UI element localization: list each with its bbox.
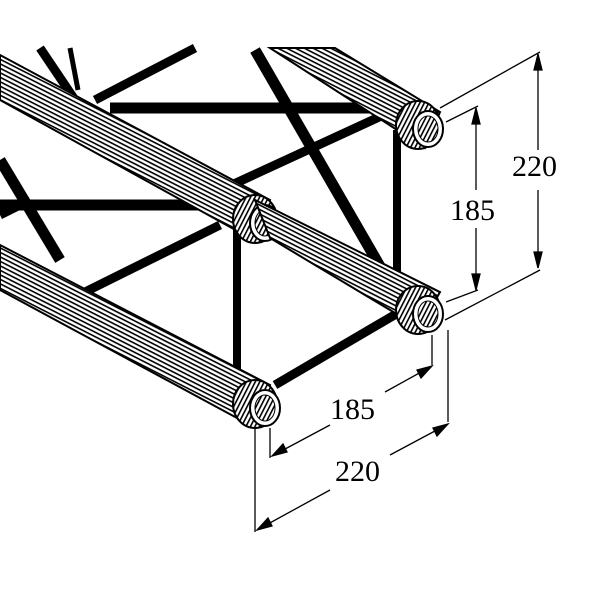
bracing — [0, 44, 423, 389]
dimension-label-vertical-outer: 220 — [512, 150, 557, 183]
chord-top-front — [0, 53, 281, 244]
dimension-lines — [254, 51, 543, 532]
chord-top-back — [266, 47, 444, 150]
dimension-label-horizontal-outer: 220 — [335, 455, 380, 488]
chord-bottom-back — [253, 197, 444, 335]
dimension-label-vertical-inner: 185 — [450, 194, 495, 227]
chord-bottom-front — [0, 243, 281, 429]
dimension-label-horizontal-inner: 185 — [330, 393, 375, 426]
